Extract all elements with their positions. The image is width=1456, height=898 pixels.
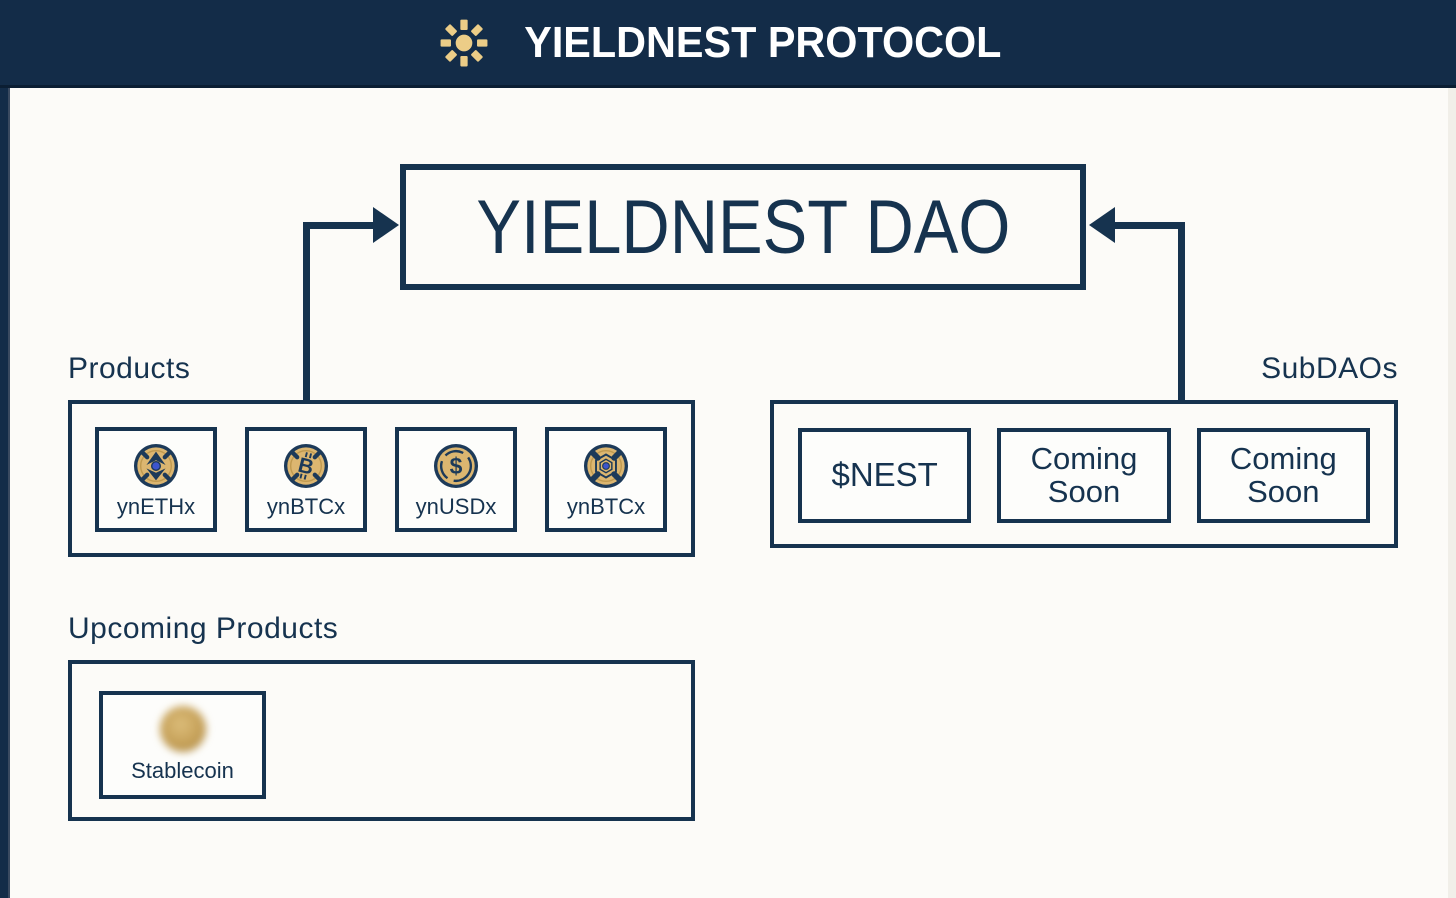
svg-text:B: B (296, 454, 316, 480)
header-title: YIELDNEST PROTOCOL (524, 17, 1002, 67)
right-connector-horizontal-line (1113, 222, 1185, 229)
ynusd-coin-icon: $ (433, 443, 479, 489)
upcoming-card-stablecoin: Stablecoin (99, 691, 266, 799)
ynbtc-alt-coin-icon (583, 443, 629, 489)
left-connector-horizontal-line (303, 222, 375, 229)
products-section-label: Products (68, 352, 191, 385)
sun-icon (439, 18, 489, 68)
product-card-ynethx: ynETHx (95, 427, 217, 532)
left-connector-vertical-line (303, 222, 310, 400)
right-connector-vertical-line (1178, 222, 1185, 400)
product-label: ynUSDx (415, 494, 497, 519)
subdao-label: Coming Soon (1030, 440, 1138, 509)
subdao-card-nest: $NEST (798, 428, 972, 523)
upcoming-products-box: Stablecoin (68, 660, 695, 821)
ynbtc-coin-icon: B (283, 443, 329, 489)
upcoming-product-label: Stablecoin (131, 758, 234, 783)
product-label: ynBTCx (566, 494, 646, 519)
left-arrow-icon (373, 207, 399, 243)
yieldnest-dao-label: YIELDNEST DAO (476, 184, 1010, 270)
subdaos-box: $NEST Coming Soon Coming Soon (770, 400, 1398, 548)
product-label: ynETHx (116, 494, 196, 519)
product-card-ynbtcx: B ynBTCx (245, 427, 367, 532)
subdao-card-coming-soon-1: Coming Soon (997, 428, 1171, 523)
yieldnest-dao-box: YIELDNEST DAO (400, 164, 1086, 290)
product-card-ynusdx: $ ynUSDx (395, 427, 517, 532)
right-arrow-icon (1089, 207, 1115, 243)
product-label: ynBTCx (266, 494, 346, 519)
svg-text:$: $ (450, 453, 463, 479)
yneth-coin-icon (133, 443, 179, 489)
upcoming-products-section-label: Upcoming Products (68, 612, 339, 645)
products-box: ynETHx B (68, 400, 695, 557)
stablecoin-blurred-icon (159, 706, 206, 752)
header-bar: YIELDNEST PROTOCOL (0, 0, 1456, 88)
subdao-label: $NEST (831, 456, 938, 494)
subdao-card-coming-soon-2: Coming Soon (1196, 428, 1370, 523)
product-card-ynbtcx-alt: ynBTCx (545, 427, 667, 532)
subdao-label: Coming Soon (1229, 440, 1337, 509)
subdaos-section-label: SubDAOs (1261, 352, 1398, 385)
